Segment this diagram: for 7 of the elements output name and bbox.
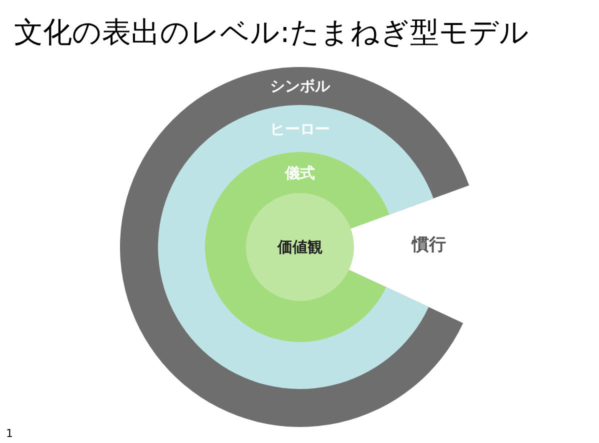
layer-label: 価値観 xyxy=(276,238,324,256)
layer-label: 儀式 xyxy=(284,164,316,182)
layer-label: ヒーロー xyxy=(269,120,331,138)
slide-title: 文化の表出のレベル:たまねぎ型モデル xyxy=(14,14,529,50)
practice-label: 慣行 xyxy=(412,236,446,255)
page-number: 1 xyxy=(6,428,13,440)
layer-label: シンボル xyxy=(269,77,332,95)
